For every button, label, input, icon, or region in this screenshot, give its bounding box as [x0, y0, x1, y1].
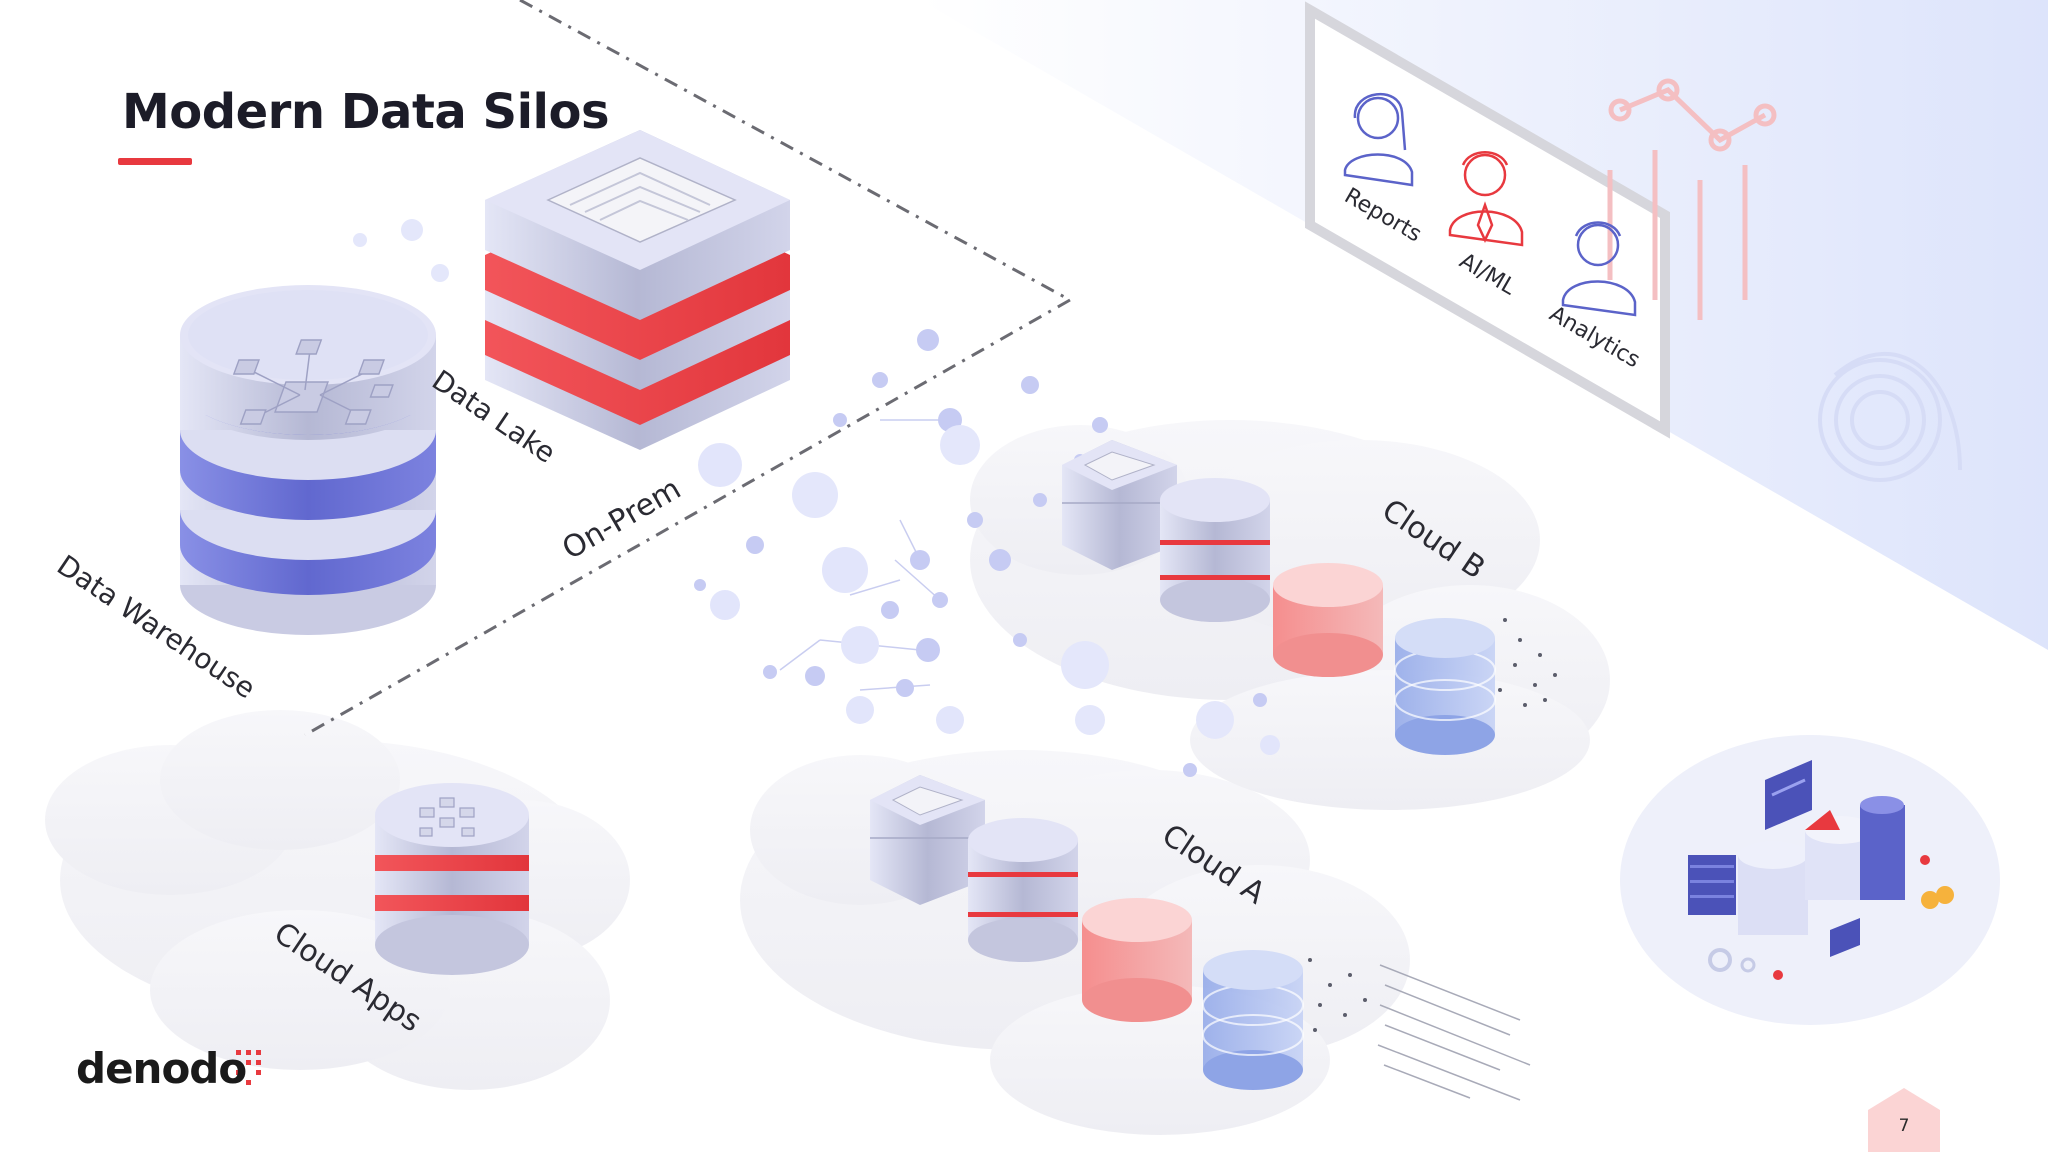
logo-text: denodo [76, 1044, 247, 1093]
denodo-logo: denodo [76, 1044, 247, 1108]
network-diagram-icon [419, 797, 475, 837]
network-dots [353, 219, 1280, 777]
title-underline [118, 158, 192, 165]
woman-user-icon [1343, 92, 1414, 187]
network-diagram-icon [232, 339, 394, 425]
data-lake-stack [485, 130, 790, 450]
data-warehouse-stack [180, 285, 436, 635]
denodo-logo-mark [236, 1050, 261, 1085]
page-number-badge [1868, 1088, 1940, 1152]
fingerprint-decoration [1818, 352, 1962, 482]
cloud-b-storage-box [1062, 440, 1177, 570]
cloud-b-blue-database [1394, 618, 1496, 755]
label-on-prem: On-Prem [557, 471, 687, 566]
cloud-a-blue-database [1202, 950, 1304, 1090]
code-text-lines [1377, 964, 1531, 1101]
on-prem-boundary [304, 0, 1071, 737]
cloud-apps-database [375, 783, 529, 975]
document-icon [546, 157, 737, 243]
cloud-b-red-database [1160, 478, 1270, 622]
cloud-a-red-database [968, 818, 1078, 962]
analytics-illustration [1688, 760, 1954, 980]
cloud-apps-cloud [45, 710, 630, 1090]
cloud-b-pink-database [1273, 563, 1383, 677]
slide-title: Modern Data Silos [122, 84, 610, 140]
cloud-a-pink-database [1082, 898, 1192, 1022]
man-user-icon-2 [1561, 221, 1637, 317]
data-particles [1308, 618, 1557, 1032]
cloud-a-storage-box [870, 775, 985, 905]
page-number-container: 7 [1868, 1088, 1940, 1152]
man-user-icon [1448, 151, 1524, 247]
page-number: 7 [1898, 1116, 1910, 1136]
